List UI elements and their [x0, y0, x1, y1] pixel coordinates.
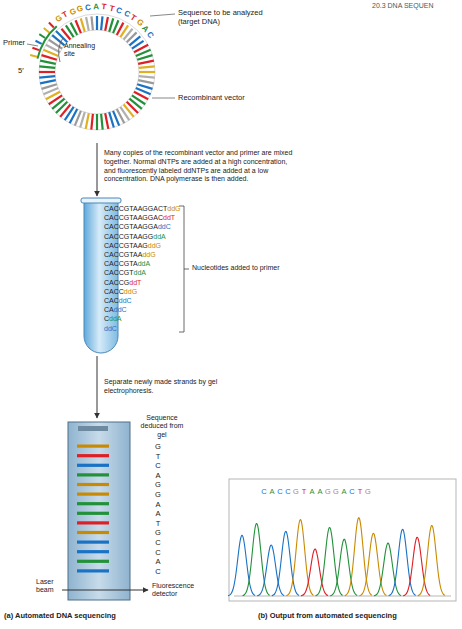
part-label: Laser beam — [36, 578, 60, 595]
leader-line — [27, 44, 38, 46]
gel-bands — [77, 445, 109, 573]
dideoxy-nucleotide: ddT — [163, 214, 175, 222]
base-letter: C — [84, 2, 91, 12]
base-letter: T — [156, 518, 161, 527]
dideoxy-nucleotide: ddA — [138, 260, 150, 268]
column-heading: Sequence deduced from gel — [140, 414, 184, 439]
dideoxy-nucleotide: ddC — [119, 297, 132, 305]
base-letter: G — [155, 490, 161, 499]
dideoxy-nucleotide: ddT — [129, 279, 141, 287]
base-call: G — [365, 487, 371, 496]
bracket-label: Nucleotides added to primer — [192, 264, 280, 272]
part-label: Primer — [3, 38, 25, 47]
strand-end-label: 5′ — [18, 66, 24, 75]
base-call: G — [293, 487, 299, 496]
part-label: Annealing site — [64, 42, 104, 59]
base-letter: A — [93, 2, 99, 12]
dideoxy-nucleotide: ddG — [124, 288, 137, 296]
dideoxy-nucleotide: ddC — [114, 306, 127, 314]
part-label: Recombinant vector — [178, 93, 245, 102]
base-letter: T — [156, 451, 161, 460]
dideoxy-nucleotide: ddC — [104, 325, 117, 333]
synthesized-strand: CAC — [104, 297, 119, 305]
synthesized-strand: CACCGT — [104, 269, 134, 277]
base-letter: A — [155, 557, 160, 566]
base-letter: G — [155, 528, 161, 537]
base-letter: C — [155, 547, 160, 556]
base-letter: C — [155, 566, 160, 575]
bracket — [179, 206, 189, 332]
base-call: A — [317, 487, 322, 496]
synthesized-strand: CACCGTA — [104, 260, 138, 268]
synthesized-strand: CA — [104, 306, 114, 314]
base-call: C — [285, 487, 290, 496]
panel-caption: (a) Automated DNA sequencing — [4, 611, 116, 620]
base-call: A — [269, 487, 274, 496]
primer — [30, 23, 57, 59]
recombinant-vector — [39, 14, 155, 130]
base-call: G — [333, 487, 339, 496]
synthesized-strand: CACCG — [104, 279, 129, 287]
synthesized-strand: CACCGTAAGGACT — [104, 205, 167, 213]
step-note: Many copies of the recombinant vector an… — [104, 149, 294, 184]
panel-caption: (b) Output from automated sequencing — [258, 611, 397, 620]
base-letter: A — [155, 509, 160, 518]
synthesized-strand: CACCGTAA — [104, 251, 142, 259]
base-call: T — [358, 487, 363, 496]
base-letter: A — [155, 470, 160, 479]
part-label: Sequence to be analyzed (target DNA) — [178, 8, 273, 26]
synthesized-strand: CACCGTAAGGA — [104, 223, 158, 231]
synthesized-strand: CACCGTAAG — [104, 242, 148, 250]
base-letter: G — [155, 442, 161, 451]
base-call: C — [261, 487, 266, 496]
base-letter: A — [155, 499, 160, 508]
process-arrow — [97, 356, 98, 418]
dideoxy-nucleotide: ddA — [134, 269, 146, 277]
laser-beam — [62, 590, 148, 591]
process-arrow — [97, 143, 98, 196]
synthesized-strand: C — [104, 315, 109, 323]
base-letter: C — [155, 538, 160, 547]
dideoxy-nucleotide: ddG — [167, 205, 180, 213]
chromatogram-panel — [229, 479, 456, 601]
base-letter: C — [155, 461, 160, 470]
annealing-bracket — [59, 38, 63, 62]
base-letter: G — [76, 4, 85, 15]
base-call: G — [325, 487, 331, 496]
chromatogram-peaks — [228, 518, 445, 596]
dideoxy-nucleotide: ddG — [148, 242, 161, 250]
base-call: C — [277, 487, 282, 496]
step-note: Separate newly made strands by gel elect… — [104, 378, 224, 396]
part-label: Fluorescence detector — [152, 582, 202, 599]
dideoxy-nucleotide: ddG — [142, 251, 155, 259]
base-call: A — [309, 487, 314, 496]
gel — [68, 422, 130, 600]
base-letter: G — [155, 480, 161, 489]
base-letter: T — [108, 3, 115, 13]
synthesized-strand: CACCGTAAGGAC — [104, 214, 163, 222]
base-call: T — [302, 487, 307, 496]
dideoxy-nucleotide: ddA — [153, 233, 165, 241]
base-call: A — [341, 487, 346, 496]
leader-line — [150, 14, 175, 16]
synthesized-strand: CACCGTAAGG — [104, 233, 153, 241]
dideoxy-nucleotide: ddA — [109, 315, 121, 323]
base-letter: T — [101, 2, 107, 12]
dideoxy-nucleotide: ddC — [158, 223, 171, 231]
synthesized-strand: CACC — [104, 288, 124, 296]
base-call: C — [349, 487, 354, 496]
leader-line — [152, 98, 175, 99]
running-header: 20.3 DNA SEQUEN — [372, 2, 433, 10]
